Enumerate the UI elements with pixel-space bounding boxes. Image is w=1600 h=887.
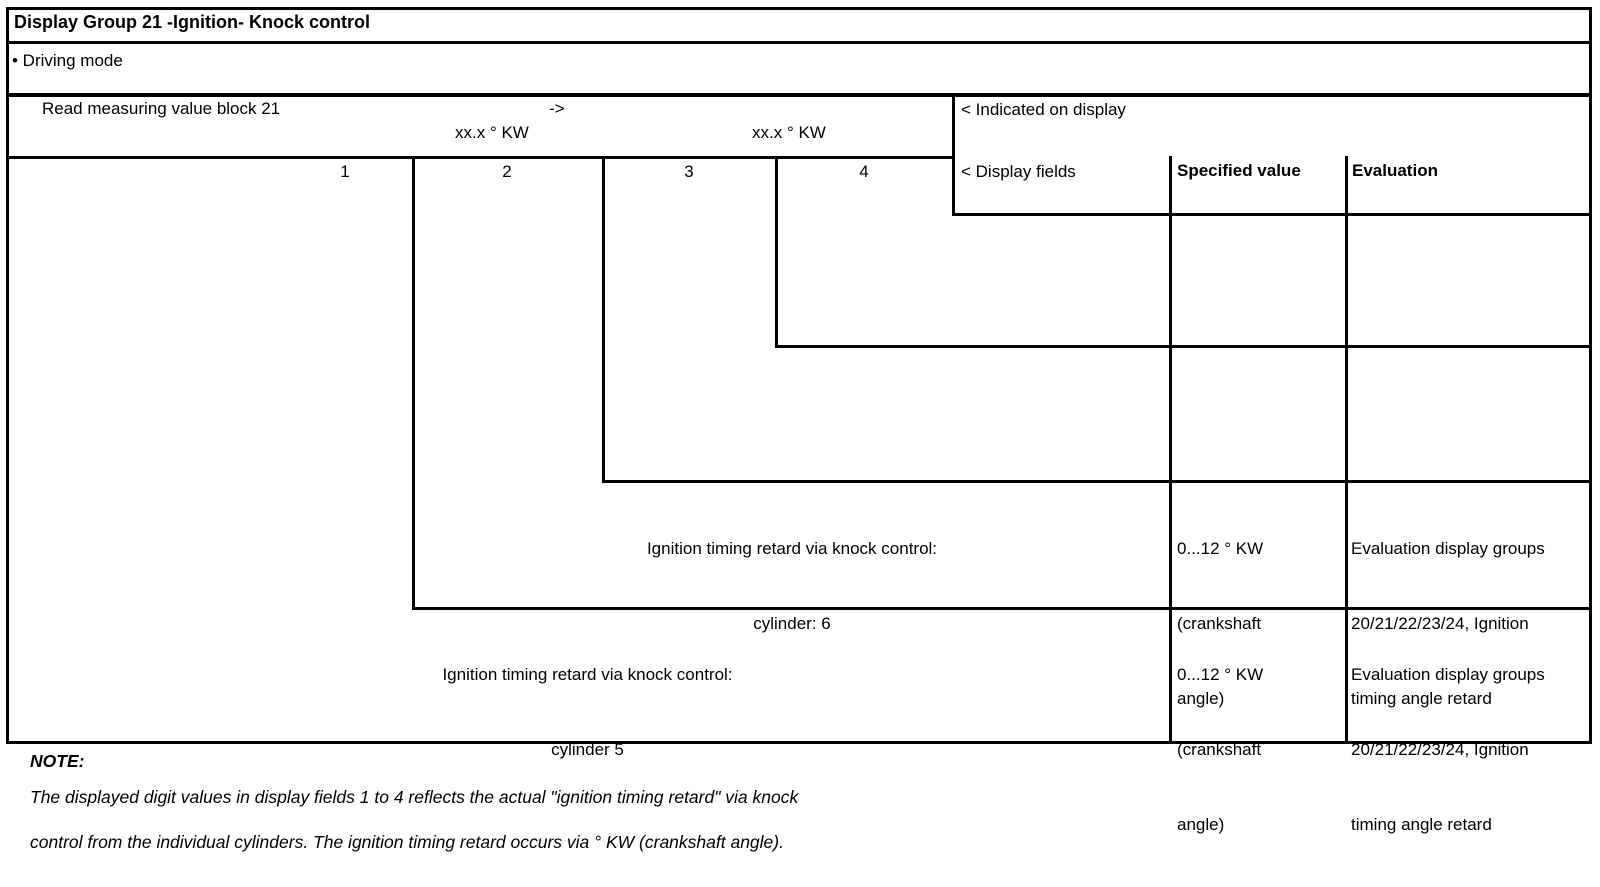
specified-value-header: Specified value: [1177, 161, 1301, 180]
measured-value-1: xx.x ° KW: [455, 123, 529, 142]
note-line-1: The displayed digit values in display fi…: [30, 787, 799, 807]
specified-value-cell: 0...12 ° KW (crankshaft angle): [1177, 539, 1264, 708]
grid-line-header-bottom: [952, 213, 1592, 216]
grid-line-measure-bottom: [6, 156, 955, 159]
table-border-right: [1589, 7, 1592, 744]
grid-line-step-field2: [412, 607, 1592, 610]
display-field-2: 2: [502, 162, 512, 181]
display-field-4: 4: [859, 162, 869, 181]
row-label: Ignition timing retard via knock control…: [6, 612, 1169, 812]
row-label-line2: cylinder: 6: [753, 614, 831, 633]
grid-line-step-field4: [775, 345, 1592, 348]
display-fields-label: < Display fields: [961, 162, 1076, 181]
note-line-2: control from the individual cylinders. T…: [30, 832, 784, 852]
grid-line-mode-bottom: [6, 93, 1592, 97]
row-label-line1: Ignition timing retard via knock control…: [646, 539, 938, 558]
row-label: Ignition timing retard via knock control…: [415, 486, 1169, 686]
evaluation-cell: Evaluation display groups 20/21/22/23/24…: [1351, 539, 1545, 708]
specified-value-cell: 0...12 ° KW (crankshaft angle): [1177, 665, 1264, 834]
table-border-top: [6, 7, 1592, 10]
display-field-3: 3: [684, 162, 694, 181]
display-field-1: 1: [340, 162, 350, 181]
table-border-left: [6, 7, 9, 744]
driving-mode-item: • Driving mode: [12, 51, 123, 70]
row-label-line1: Ignition timing retard via knock control…: [442, 665, 733, 684]
table-border-bottom: [6, 741, 1592, 744]
grid-line-step-field3: [602, 480, 1592, 483]
grid-line-evaluation-left: [1345, 156, 1348, 744]
evaluation-cell: Evaluation display groups 20/21/22/23/24…: [1351, 665, 1545, 834]
note-heading: NOTE:: [30, 751, 85, 771]
grid-line-title-bottom: [6, 41, 1592, 44]
grid-line-col1: [412, 156, 415, 610]
arrow-symbol: ->: [549, 99, 565, 118]
evaluation-header: Evaluation: [1352, 161, 1438, 180]
row-label-line2: cylinder 5: [551, 740, 624, 759]
page-title: Display Group 21 -Ignition- Knock contro…: [14, 12, 371, 32]
read-measuring-label: Read measuring value block 21: [42, 99, 281, 118]
grid-line-indicated-left: [952, 93, 955, 216]
grid-line-specified-left: [1169, 156, 1172, 744]
grid-line-col2: [602, 156, 605, 483]
measured-value-2: xx.x ° KW: [752, 123, 826, 142]
grid-line-col3: [775, 156, 778, 348]
indicated-on-display-label: < Indicated on display: [961, 100, 1126, 119]
